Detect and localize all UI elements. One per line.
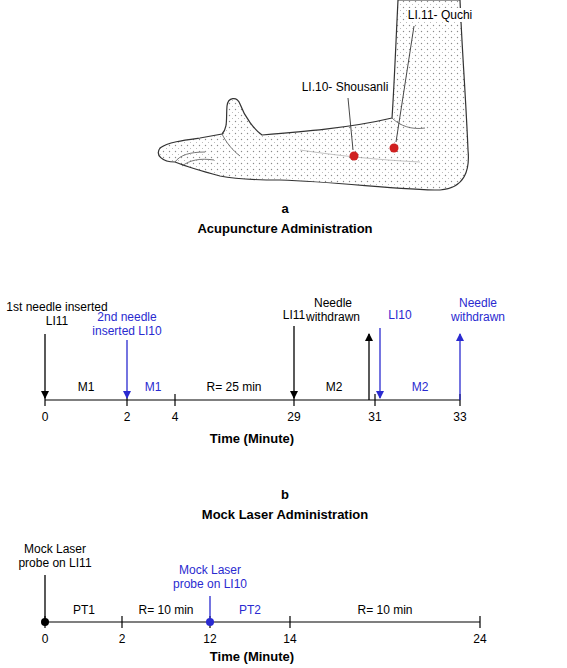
panel-letter: a [281,202,288,216]
event-label: LI10 [388,308,411,322]
insert-arrow [44,334,45,398]
insert-arrow [293,326,294,398]
arm-illustration [158,0,468,190]
phase-label: M2 [326,380,343,394]
acupoint-dot [390,144,399,153]
acupoint-dot [350,152,359,161]
panel-title: Mock Laser Administration [202,508,368,522]
rest-label: R= 25 min [206,380,261,394]
withdraw-arrow [368,334,369,400]
rest-label: R= 10 min [138,603,193,617]
probe-dot [41,618,49,626]
event-label: 1st needle inserted LI11 [3,300,111,328]
axis-title: Time (Minute) [210,650,294,664]
tick-label: 31 [368,410,381,424]
insert-arrow [379,328,380,398]
rest-label: R= 10 min [357,603,412,617]
event-label: Mock Laser probe on LI11 [9,542,101,570]
event-label: Mock Laser probe on LI10 [164,563,256,591]
phase-label: PT1 [73,603,95,617]
phase-label: M1 [145,380,162,394]
phase-label: M2 [412,380,429,394]
panel-title: Acupuncture Administration [197,222,372,236]
tick-label: 0 [42,632,49,646]
point-label: LI.11- Quchi [407,8,473,22]
tick-label: 12 [203,632,216,646]
timeline-b [41,575,480,628]
tick-label: 2 [124,410,131,424]
tick-label: 4 [172,410,179,424]
panel-letter: b [281,488,289,502]
leader-line [396,26,414,142]
event-label: 2nd needle inserted LI10 [87,310,167,338]
withdraw-arrow [459,334,460,400]
point-label: LI.10- Shousanli [301,80,390,94]
tick-label: 33 [453,410,466,424]
tick-label: 24 [473,632,486,646]
event-label: Needle withdrawn [300,296,366,324]
leader-line [348,98,353,150]
axis-title: Time (Minute) [210,432,294,446]
insert-arrow [126,340,127,398]
event-label: Needle withdrawn [445,296,511,324]
probe-dot [206,618,214,626]
tick-label: 14 [283,632,296,646]
timeline-a [45,326,460,406]
tick-label: 29 [287,410,300,424]
phase-label: M1 [78,380,95,394]
tick-label: 0 [42,410,49,424]
event-label: LI11 [283,308,305,322]
tick-label: 2 [119,632,126,646]
phase-label: PT2 [239,603,261,617]
